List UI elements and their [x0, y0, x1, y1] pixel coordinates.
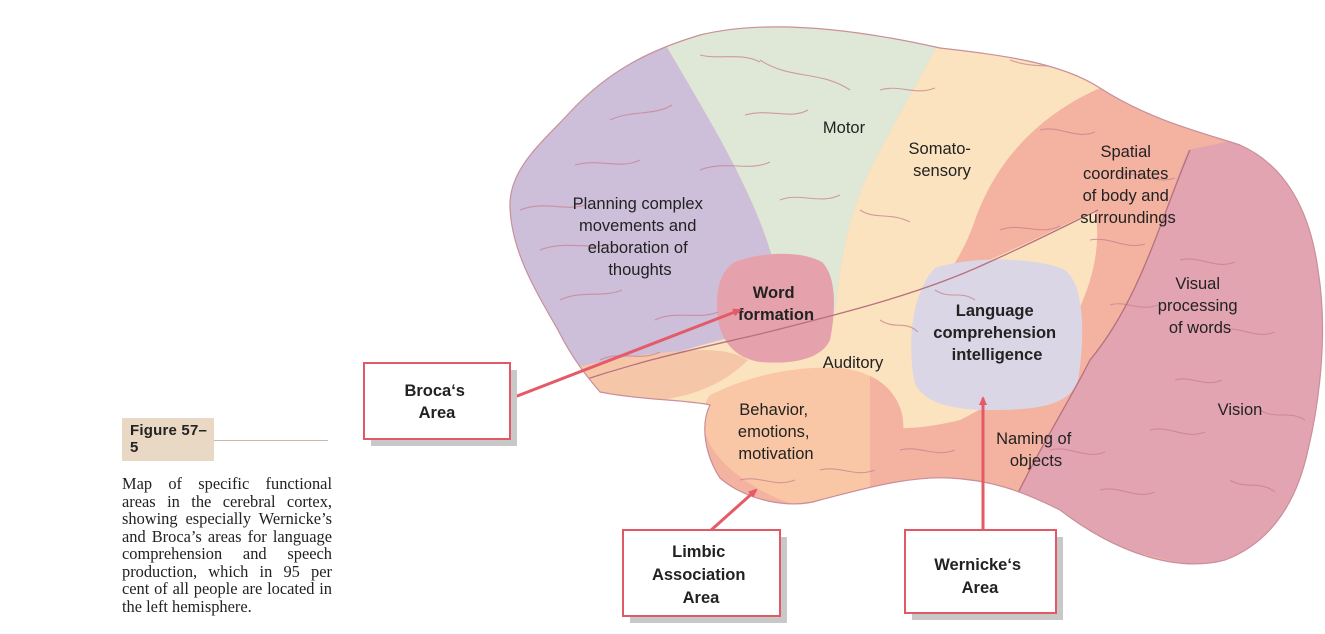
word-formation-region: [716, 253, 834, 363]
occipital-region: [1005, 120, 1323, 564]
label-auditory: Auditory: [823, 354, 884, 372]
svg-text:Limbic Association: Limbic Association Area: [652, 543, 750, 607]
figure-caption-block: Figure 57–5 Map of specific functional a…: [122, 418, 332, 615]
limbic-region: [703, 367, 904, 516]
label-planning-complex-movements: Planning complex movements and elaborati…: [573, 195, 708, 279]
label-behavior-emotions: Behavior, emotions, motivation: [738, 401, 814, 463]
callout-wernicke: Wernicke‘s Area: [904, 529, 1063, 620]
broca-arrow: [511, 308, 742, 400]
figure-caption: Map of specific functional areas in the …: [122, 474, 332, 616]
cortex-fissures: [559, 149, 1191, 521]
figure-label-rule: [214, 440, 328, 441]
svg-text:Wernicke‘s Area: Wernicke‘s Area: [934, 556, 1025, 597]
label-vision: Vision: [1218, 401, 1263, 419]
svg-text:Broca‘s Area: Broca‘s Area: [404, 382, 469, 422]
figure-label: Figure 57–5: [122, 418, 214, 461]
label-visual-processing: Visual processing of words: [1158, 275, 1242, 337]
label-language-comprehension: Language comprehension intelligence: [933, 302, 1060, 364]
label-word-formation: Word formation: [738, 284, 814, 324]
label-motor: Motor: [823, 119, 866, 137]
brain-outline: [509, 26, 1324, 565]
label-spatial-coordinates: Spatial coordinates of body and surround…: [1080, 143, 1175, 227]
label-somatosensory: Somato- sensory: [909, 140, 976, 180]
callout-broca: Broca‘s Area: [363, 362, 517, 446]
callout-limbic: Limbic Association Area: [622, 529, 787, 623]
language-comprehension-region: [911, 259, 1083, 410]
label-naming-objects: Naming of objects: [996, 430, 1076, 470]
